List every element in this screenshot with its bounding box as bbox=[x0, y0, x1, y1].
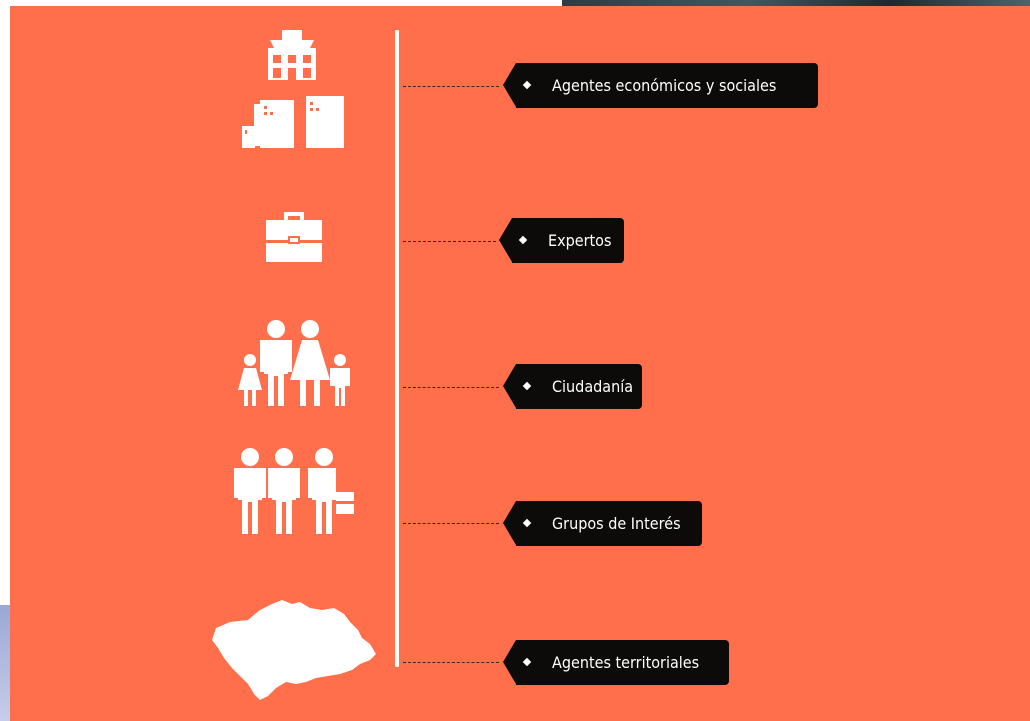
stakeholder-tag-3: Ciudadanía bbox=[503, 364, 642, 409]
stakeholder-tag-5: Agentes territoriales bbox=[503, 640, 729, 685]
stakeholder-label: Agentes económicos y sociales bbox=[552, 76, 777, 95]
stakeholder-tag-1: Agentes económicos y sociales bbox=[503, 63, 818, 108]
stakeholder-tag-2: Expertos bbox=[499, 218, 624, 263]
stakeholder-label: Grupos de Interés bbox=[552, 514, 681, 533]
vertical-axis-line bbox=[395, 30, 399, 667]
bullet-icon bbox=[522, 80, 532, 90]
business-people-icon bbox=[234, 448, 356, 536]
bullet-icon bbox=[522, 657, 532, 667]
connector-line-3 bbox=[403, 387, 499, 388]
andalusia-map-icon bbox=[210, 598, 378, 702]
background-photo-top bbox=[562, 0, 1030, 6]
stakeholder-label: Agentes territoriales bbox=[552, 653, 700, 672]
connector-line-2 bbox=[403, 241, 496, 242]
briefcase-icon bbox=[264, 210, 324, 264]
family-icon bbox=[236, 320, 356, 408]
buildings-icon bbox=[240, 28, 346, 150]
bullet-icon bbox=[518, 235, 528, 245]
connector-line-1 bbox=[403, 86, 499, 87]
connector-line-4 bbox=[403, 523, 499, 524]
stakeholder-tag-4: Grupos de Interés bbox=[503, 501, 702, 546]
background-photo-left bbox=[0, 605, 10, 721]
bullet-icon bbox=[522, 518, 532, 528]
connector-line-5 bbox=[403, 662, 499, 663]
stakeholder-label: Ciudadanía bbox=[552, 377, 634, 396]
diagram-panel bbox=[10, 6, 1030, 721]
stakeholder-label: Expertos bbox=[548, 231, 612, 250]
bullet-icon bbox=[522, 381, 532, 391]
